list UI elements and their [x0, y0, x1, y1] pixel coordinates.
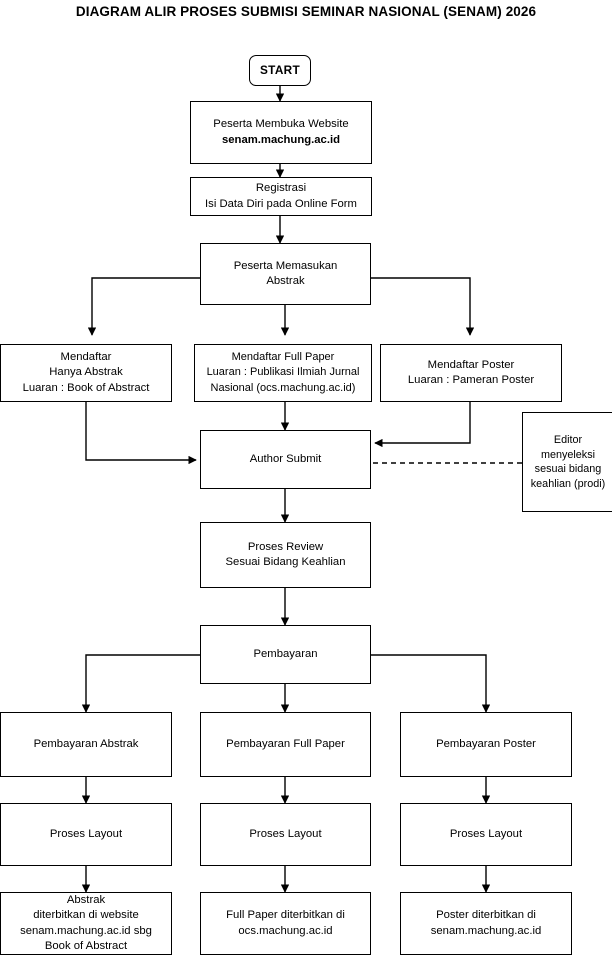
node-register-poster[interactable]: Mendaftar Poster Luaran : Pameran Poster	[380, 344, 562, 402]
node-payment-abstract[interactable]: Pembayaran Abstrak	[0, 712, 172, 777]
node-register-full-paper-label: Mendaftar Full Paper Luaran : Publikasi …	[206, 351, 360, 394]
node-payment[interactable]: Pembayaran	[200, 625, 371, 684]
node-layout-abstract[interactable]: Proses Layout	[0, 803, 172, 866]
node-layout-poster-label: Proses Layout	[449, 827, 523, 840]
node-payment-poster[interactable]: Pembayaran Poster	[400, 712, 572, 777]
node-submit-abstract-label: Peserta Memasukan Abstrak	[233, 259, 338, 287]
node-layout-full-paper-label: Proses Layout	[249, 827, 322, 840]
node-author-submit-label: Author Submit	[249, 452, 322, 465]
node-registration-label: Registrasi Isi Data Diri pada Online For…	[205, 182, 357, 210]
node-submit-abstract[interactable]: Peserta Memasukan Abstrak	[200, 243, 371, 305]
node-payment-poster-label: Pembayaran Poster	[436, 737, 536, 750]
node-published-abstract[interactable]: Abstrak diterbitkan di website senam.mac…	[0, 892, 172, 955]
node-review-process-label: Proses Review Sesuai Bidang Keahlian	[225, 540, 346, 568]
node-payment-abstract-label: Pembayaran Abstrak	[33, 737, 139, 750]
node-published-poster-label: Poster diterbitkan di senam.machung.ac.i…	[430, 909, 542, 937]
node-layout-poster[interactable]: Proses Layout	[400, 803, 572, 866]
node-open-website-line1: Peserta Membuka Website	[213, 118, 349, 131]
node-registration[interactable]: Registrasi Isi Data Diri pada Online For…	[190, 177, 372, 216]
node-register-full-paper[interactable]: Mendaftar Full Paper Luaran : Publikasi …	[194, 344, 372, 402]
node-published-full-paper[interactable]: Full Paper diterbitkan di ocs.machung.ac…	[200, 892, 371, 955]
node-published-poster[interactable]: Poster diterbitkan di senam.machung.ac.i…	[400, 892, 572, 955]
node-review-process[interactable]: Proses Review Sesuai Bidang Keahlian	[200, 522, 371, 588]
node-payment-full-paper-label: Pembayaran Full Paper	[226, 737, 345, 750]
node-register-abstract-only[interactable]: Mendaftar Hanya Abstrak Luaran : Book of…	[0, 344, 172, 402]
node-start[interactable]: START	[249, 55, 311, 86]
node-editor-select[interactable]: Editor menyeleksi sesuai bidang keahlian…	[522, 412, 612, 512]
node-layout-full-paper[interactable]: Proses Layout	[200, 803, 371, 866]
node-register-poster-label: Mendaftar Poster Luaran : Pameran Poster	[407, 358, 535, 386]
node-payment-full-paper[interactable]: Pembayaran Full Paper	[200, 712, 371, 777]
node-published-full-paper-label: Full Paper diterbitkan di ocs.machung.ac…	[226, 909, 345, 937]
node-open-website-line2: senam.machung.ac.id	[221, 133, 341, 146]
node-payment-label: Pembayaran	[253, 647, 318, 660]
node-editor-select-label: Editor menyeleksi sesuai bidang keahlian…	[530, 434, 606, 490]
node-start-label: START	[260, 62, 300, 77]
node-layout-abstract-label: Proses Layout	[49, 827, 123, 840]
page-title: DIAGRAM ALIR PROSES SUBMISI SEMINAR NASI…	[75, 4, 537, 19]
node-register-abstract-only-label: Mendaftar Hanya Abstrak Luaran : Book of…	[22, 351, 150, 394]
node-published-abstract-label: Abstrak diterbitkan di website senam.mac…	[20, 894, 152, 952]
node-author-submit[interactable]: Author Submit	[200, 430, 371, 489]
node-open-website[interactable]: Peserta Membuka Website senam.machung.ac…	[190, 101, 372, 164]
